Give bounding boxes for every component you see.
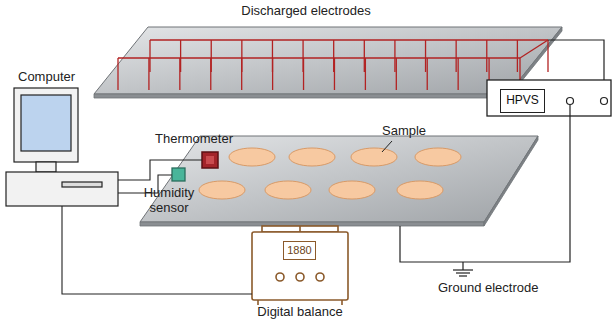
terminal [567,98,574,105]
ground-symbol [453,262,473,276]
data-wire [118,160,202,180]
sample-discs [199,148,461,199]
humidity-sensor-icon [172,168,185,181]
part-label: Sample [382,124,426,139]
part-label: Humidity sensor [138,186,200,216]
node-text: 1880 [286,244,313,256]
part-label: Thermometer [155,132,233,147]
electrode-array [118,40,548,90]
part-label: Ground electrode [438,281,538,296]
data-wire [62,206,252,294]
power-supply-label-box: HPVS [500,89,545,113]
digital-balance [252,226,348,305]
thermometer-icon [206,156,214,164]
terminal [601,98,608,105]
part-label: Discharged electrodes [241,4,370,19]
computer [6,88,118,206]
power-supply-housing [487,80,611,116]
balance-display: 1880 [283,241,316,260]
part-label: Digital balance [257,305,342,320]
leader-line [382,141,392,152]
node-text: HPVS [505,94,540,107]
thermometer-icon [202,152,218,168]
part-label: Computer [18,70,75,85]
ground-plate [140,136,538,226]
